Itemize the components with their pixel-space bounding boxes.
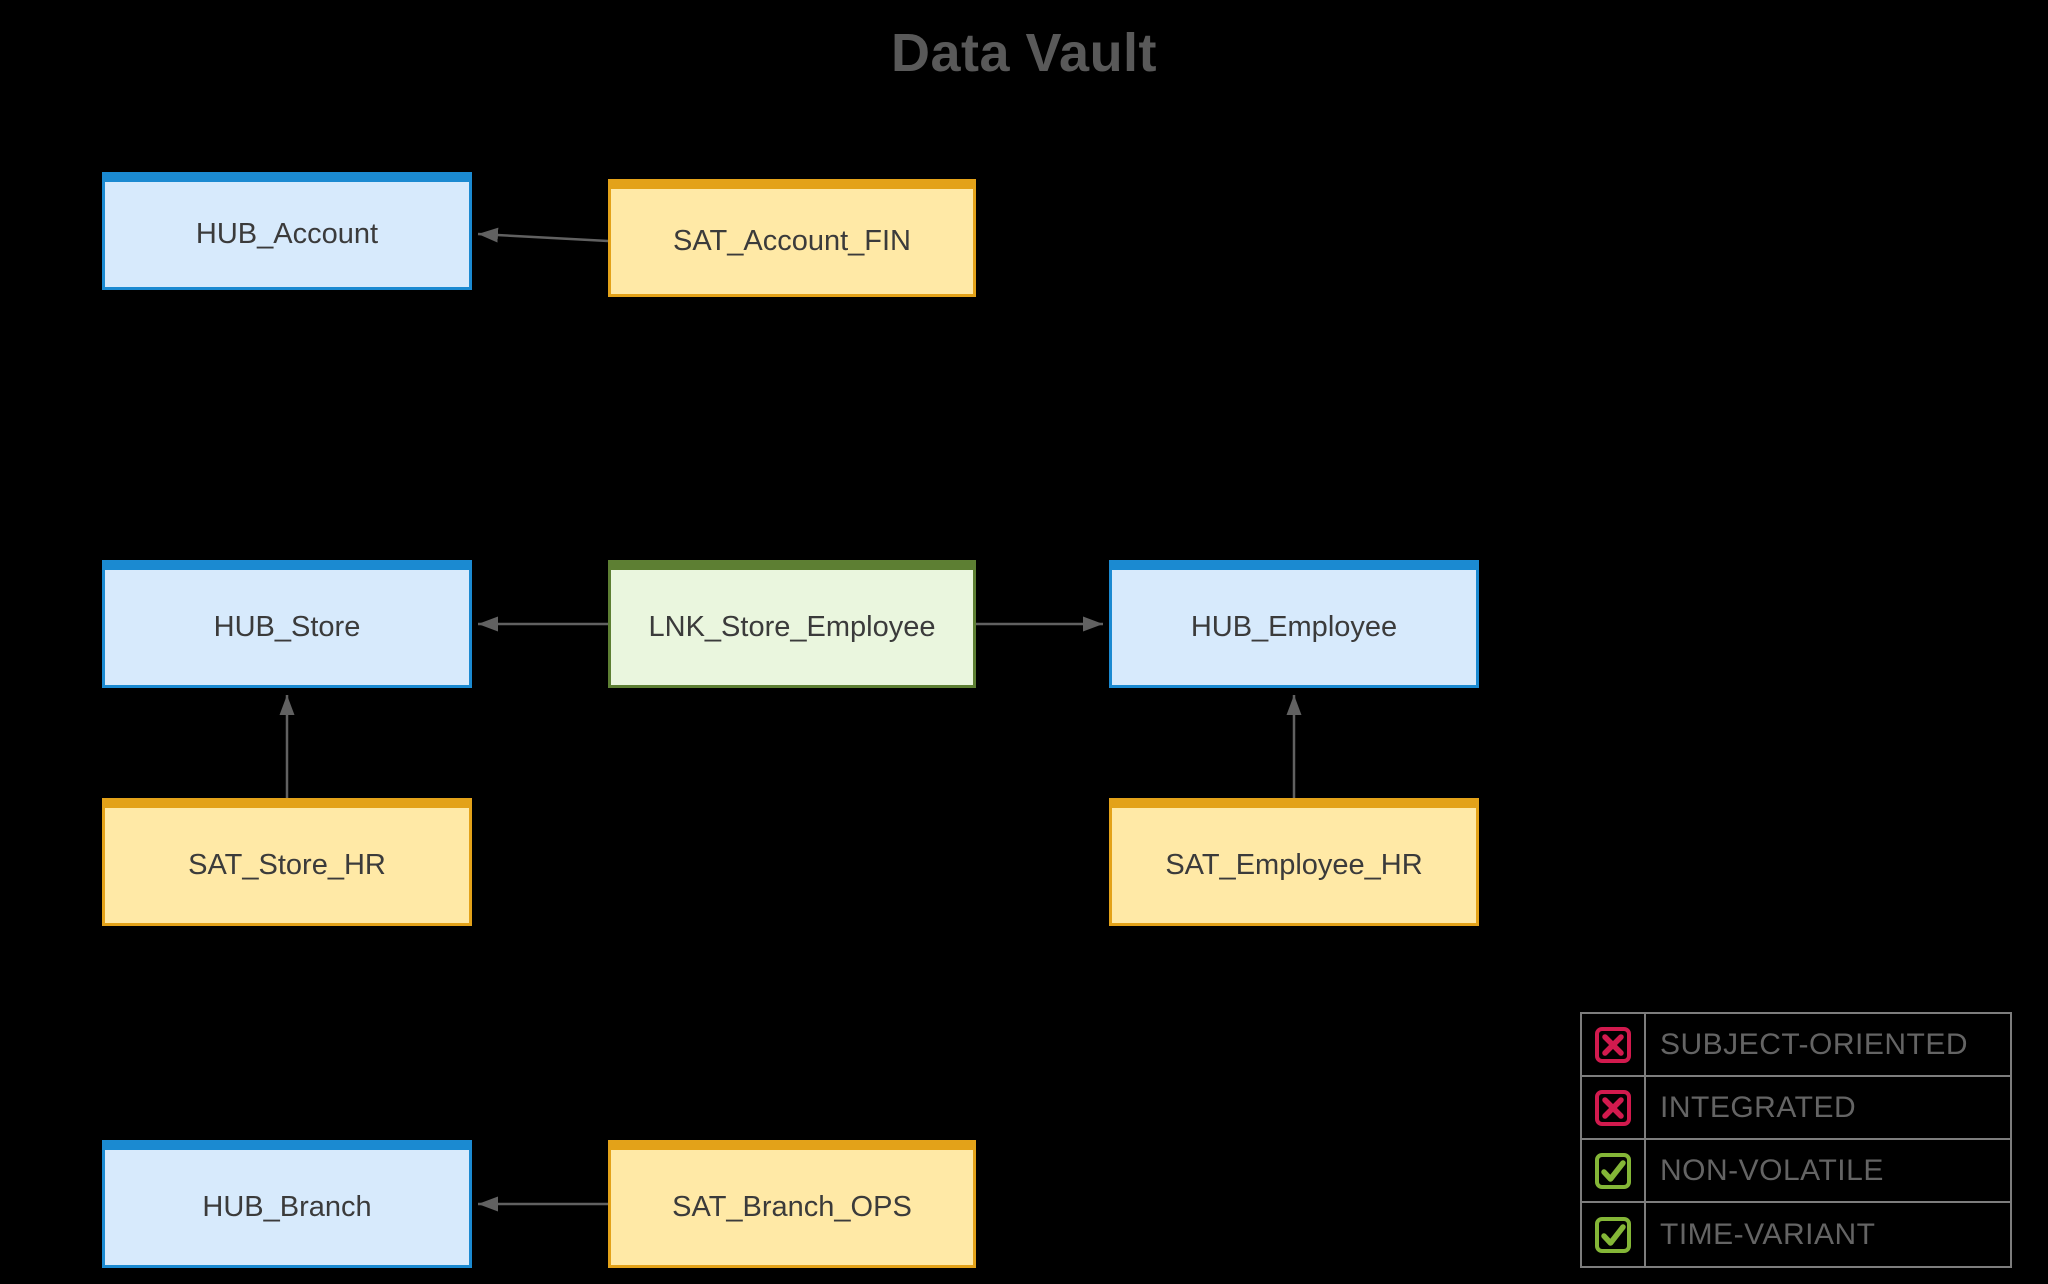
x-checkbox-icon xyxy=(1595,1026,1631,1063)
legend-label: NON-VOLATILE xyxy=(1660,1153,1884,1187)
node-label: HUB_Employee xyxy=(1190,611,1398,643)
edge-sat-account-fin-to-hub-account xyxy=(477,227,609,243)
node-hub-account: HUB_Account xyxy=(102,172,472,290)
node-hub-store: HUB_Store xyxy=(102,560,472,688)
page-title: Data Vault xyxy=(890,23,1158,83)
node-label: HUB_Account xyxy=(195,218,379,250)
node-label: SAT_Store_HR xyxy=(188,849,386,881)
node-sat-employee-hr: SAT_Employee_HR xyxy=(1109,798,1479,926)
legend-row-integrated: INTEGRATED xyxy=(1582,1077,2010,1140)
node-label: SAT_Employee_HR xyxy=(1165,849,1423,881)
legend: SUBJECT-ORIENTED INTEGRATED NON-VOLATILE xyxy=(1580,1012,2012,1268)
node-label: LNK_Store_Employee xyxy=(648,611,936,643)
node-hub-employee: HUB_Employee xyxy=(1109,560,1479,688)
node-hub-branch: HUB_Branch xyxy=(102,1140,472,1268)
legend-row-non-volatile: NON-VOLATILE xyxy=(1582,1140,2010,1203)
legend-row-time-variant: TIME-VARIANT xyxy=(1582,1203,2010,1266)
x-checkbox-icon xyxy=(1595,1089,1631,1126)
node-label: HUB_Store xyxy=(213,611,361,643)
legend-label: INTEGRATED xyxy=(1660,1090,1857,1124)
check-checkbox-icon xyxy=(1595,1152,1631,1189)
node-label: SAT_Account_FIN xyxy=(672,225,911,257)
legend-label: TIME-VARIANT xyxy=(1660,1217,1876,1251)
check-checkbox-icon xyxy=(1595,1216,1631,1253)
node-label: HUB_Branch xyxy=(202,1191,372,1223)
node-sat-branch-ops: SAT_Branch_OPS xyxy=(608,1140,976,1268)
node-sat-account-fin: SAT_Account_FIN xyxy=(608,179,976,297)
node-lnk-store-employee: LNK_Store_Employee xyxy=(608,560,976,688)
legend-label: SUBJECT-ORIENTED xyxy=(1660,1027,1969,1061)
node-label: SAT_Branch_OPS xyxy=(672,1191,912,1223)
legend-row-subject-oriented: SUBJECT-ORIENTED xyxy=(1582,1014,2010,1077)
node-sat-store-hr: SAT_Store_HR xyxy=(102,798,472,926)
